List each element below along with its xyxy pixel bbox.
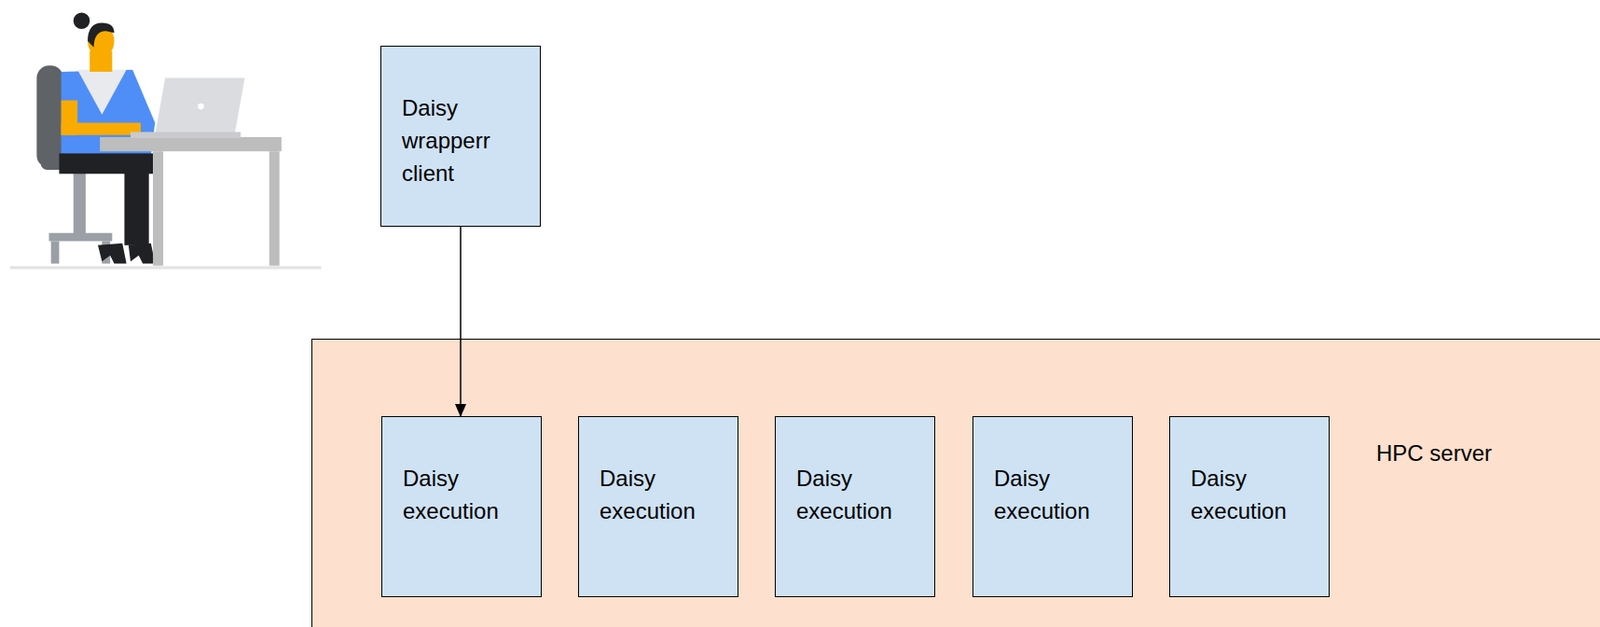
desk-top [99,137,282,152]
region-label: HPC server [1376,436,1492,469]
process-box: Daisy execution [1169,415,1330,597]
desk-leg [152,151,164,266]
box-label: Daisy wrapperr client [401,91,522,190]
laptop-logo [197,103,205,111]
laptop-screen [154,77,245,135]
laptop-base [130,131,241,138]
chair-base [49,233,113,242]
shoe [97,243,127,264]
process-box: Daisy execution [774,415,936,597]
forearm [61,123,141,136]
desk-leg [269,151,280,266]
shoe [128,243,155,264]
box-label: Daisy execution [402,461,523,527]
chair-leg [51,240,60,263]
box-label: Daisy execution [993,461,1114,527]
box-label: Daisy execution [796,461,916,527]
hair [87,22,114,47]
floor-line [10,265,322,269]
shirt-collar [77,69,127,115]
process-box: Daisy execution [381,415,542,597]
chair-post [73,169,86,237]
box-label: Daisy execution [1190,461,1311,527]
chair-back [36,65,63,167]
process-box: Daisy execution [578,415,739,597]
box-label: Daisy execution [599,461,719,527]
shin [124,163,149,246]
hair-bun [73,12,91,29]
server-region: HPC serverDaisy execution Daisy execution… [311,338,1600,627]
process-box: Daisy wrapperr client [380,45,541,227]
person-illustration [0,0,327,276]
process-box: Daisy execution [972,415,1133,597]
